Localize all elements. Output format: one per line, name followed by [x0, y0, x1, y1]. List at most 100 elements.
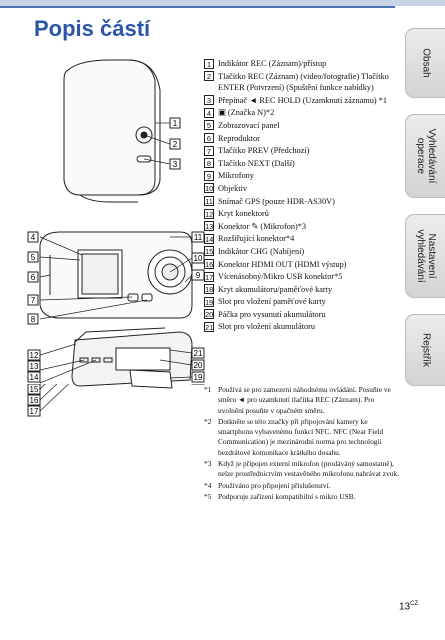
svg-text:21: 21 — [194, 349, 203, 358]
callout-2: 2 — [169, 138, 181, 150]
footnote: *3 Když je připojen externí mikrofon (pro… — [204, 459, 400, 480]
page-title: Popis částí — [34, 16, 151, 41]
part-label: Vícenásobný/Mikro USB konektor*5 — [218, 272, 343, 282]
callout-12: 12 — [27, 349, 41, 361]
footnote-text: Podporuje zařízení kompatibilní s mikro … — [218, 491, 356, 501]
callout-20: 20 — [191, 359, 205, 371]
part-number: 6 — [204, 133, 214, 144]
svg-text:5: 5 — [31, 253, 36, 262]
bottom-callouts: 15 16 17 18 — [27, 384, 205, 417]
callout-10: 10 — [191, 252, 205, 264]
part-number: 19 — [204, 296, 214, 307]
part-label: Objektiv — [218, 183, 248, 193]
svg-text:20: 20 — [194, 361, 203, 370]
part-number: 4 — [204, 107, 214, 118]
part-number: 16 — [204, 259, 214, 269]
part-number: 2 — [204, 71, 214, 82]
part-item: 18 Kryt akumulátoru/paměťové karty — [204, 284, 400, 296]
callout-8: 8 — [27, 313, 39, 325]
callout-3: 3 — [169, 158, 181, 170]
callout-19: 19 — [191, 371, 205, 383]
part-label: Kryt akumulátoru/paměťové karty — [218, 284, 333, 294]
footnote-text: Používáno pro připojení příslušenství. — [218, 480, 331, 490]
part-number: 21 — [204, 321, 214, 332]
footnote-mark: *3 — [204, 459, 212, 469]
part-label: Indikátor REC (Záznam)/přístup — [218, 59, 327, 68]
footnote: *4 Používáno pro připojení příslušenství. — [204, 481, 400, 491]
callout-7: 7 — [27, 294, 39, 306]
svg-text:10: 10 — [194, 254, 203, 263]
part-item: 20 Páčka pro vysunutí akumulátoru — [204, 309, 400, 321]
part-number: 3 — [204, 95, 214, 106]
camera-side-view — [39, 231, 193, 319]
camera-diagram: 1 2 3 4 5 6 7 8 11 10 9 12 13 14 21 20 1… — [27, 59, 205, 389]
part-number: 12 — [204, 208, 214, 219]
svg-text:13: 13 — [30, 362, 39, 371]
tab-label: Rejstřík — [420, 333, 431, 367]
part-number: 20 — [204, 309, 214, 320]
part-item: 16 Konektor HDMI OUT (HDMI výstup) — [204, 259, 400, 271]
svg-text:8: 8 — [31, 315, 36, 324]
part-number: 14 — [204, 233, 214, 244]
part-number: 1 — [204, 58, 214, 69]
page-number: 13CZ — [399, 601, 419, 613]
svg-text:16: 16 — [30, 396, 39, 405]
tab-label: Obsah — [420, 48, 431, 78]
svg-text:2: 2 — [173, 140, 178, 149]
part-number: 7 — [204, 145, 214, 156]
part-label: Reproduktor — [218, 133, 260, 143]
part-label: Kryt konektorů — [218, 209, 269, 219]
part-item: 19 Slot pro vložení paměťové karty — [204, 296, 400, 308]
part-label: Tlačítko REC (Záznam) (video/fotografie)… — [218, 71, 389, 93]
footnote-text: Když je připojen externí mikrofon (prodá… — [218, 459, 400, 479]
callout-9: 9 — [191, 269, 205, 281]
part-item: 10 Objektiv — [204, 183, 400, 195]
part-number: 15 — [204, 246, 214, 257]
part-label: Indikátor CHG (Nabíjení) — [218, 246, 305, 256]
callout-1: 1 — [169, 117, 181, 129]
part-item: 7 Tlačítko PREV (Předchozí) — [204, 145, 400, 157]
svg-text:14: 14 — [30, 373, 39, 382]
callout-5: 5 — [27, 251, 39, 263]
footnote-mark: *4 — [204, 480, 212, 490]
part-number: 11 — [204, 196, 214, 207]
part-label: Konektor ✎ (Mikrofon)*3 — [218, 221, 307, 231]
callout-4: 4 — [27, 231, 39, 243]
top-rule — [0, 6, 395, 8]
top-band — [0, 0, 445, 6]
footnote-text: Používá se pro zamezení náhodnému ovládá… — [218, 385, 391, 415]
tab-obsah[interactable]: Obsah — [405, 28, 445, 98]
tab-rejstrik[interactable]: Rejstřík — [405, 314, 445, 386]
part-item: 15 Indikátor CHG (Nabíjení) — [204, 246, 400, 258]
svg-text:11: 11 — [194, 233, 203, 242]
part-label: ▣ (Značka N)*2 — [218, 108, 275, 118]
part-label: Páčka pro vysunutí akumulátoru — [218, 309, 326, 319]
part-label: Konektor HDMI OUT (HDMI výstup) — [218, 259, 347, 269]
part-number: 10 — [204, 183, 214, 194]
part-number: 18 — [204, 284, 214, 295]
svg-text:19: 19 — [194, 373, 203, 382]
callout-11: 11 — [191, 231, 205, 243]
part-label: Slot pro vložení paměťové karty — [218, 297, 326, 307]
callout-6: 6 — [27, 271, 39, 283]
part-label: Mikrofony — [218, 171, 254, 181]
part-label: Tlačítko PREV (Předchozí) — [218, 146, 310, 156]
svg-text:17: 17 — [30, 407, 39, 416]
part-item: 1 Indikátor REC (Záznam)/přístup — [204, 58, 400, 70]
callout-17: 17 — [27, 405, 41, 417]
svg-text:4: 4 — [31, 233, 36, 242]
callout-13: 13 — [27, 360, 41, 372]
part-item: 12 Kryt konektorů — [204, 208, 400, 220]
